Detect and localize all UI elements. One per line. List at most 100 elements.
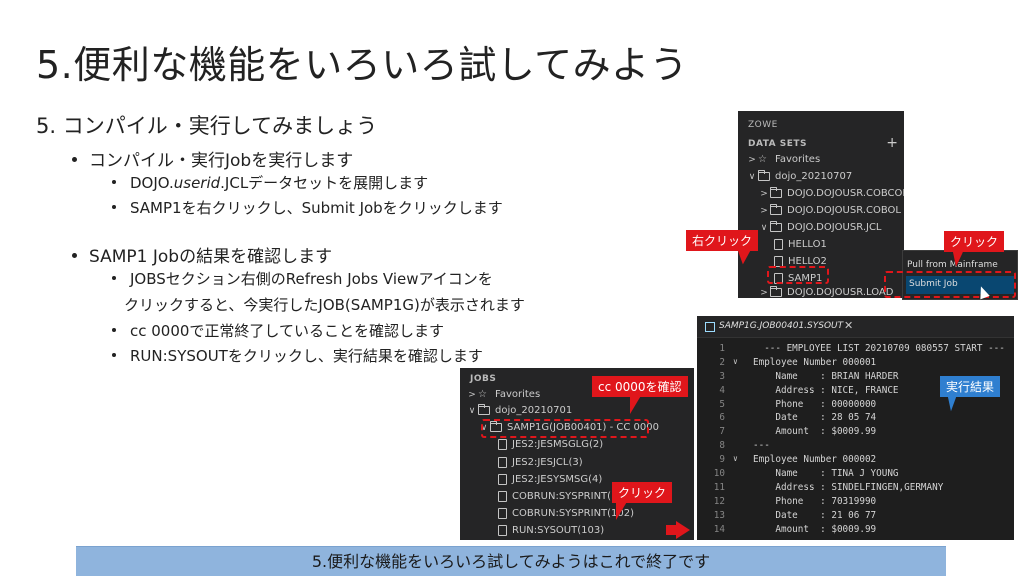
line-number: 3 <box>719 370 725 382</box>
spool-jesjcl[interactable]: JES2:JESJCL(3) <box>498 457 583 468</box>
code-line: 1 --- EMPLOYEE LIST 20210709 080557 STAR… <box>697 343 1014 357</box>
jobs-profile[interactable]: ∨dojo_20210701 <box>466 404 572 416</box>
line-number: 4 <box>719 384 725 396</box>
menu-item-pull[interactable]: Pull from Mainframe <box>907 260 998 270</box>
line-number: 12 <box>713 495 725 507</box>
line-number: 9 <box>719 454 725 466</box>
file-icon <box>498 474 507 485</box>
spool-jesmsglg[interactable]: JES2:JESMSGLG(2) <box>498 439 603 450</box>
chevron-right-icon: > <box>748 154 756 165</box>
code-line: 10 Name : TINA J YOUNG <box>697 468 1014 482</box>
chevron-down-icon: ∨ <box>760 222 768 233</box>
folder-icon <box>758 170 770 181</box>
file-icon <box>498 439 507 450</box>
jobs-panel: JOBS >☆Favorites ∨dojo_20210701 ∨SAMP1G(… <box>460 368 694 540</box>
bullet-dot <box>112 179 116 184</box>
folder-open-icon <box>770 221 782 232</box>
editor-tab-title: SAMP1G.JOB00401.SYSOUT <box>719 321 844 331</box>
code-line: 11 Address : SINDELFINGEN,GERMANY <box>697 482 1014 496</box>
cc-highlight <box>481 419 649 438</box>
chevron-right-icon: > <box>468 389 476 400</box>
line-number: 6 <box>719 412 725 424</box>
callout-result: 実行結果 <box>940 376 1001 397</box>
datasets-panel: ZOWE DATA SETS + >☆Favorites ∨dojo_20210… <box>738 111 904 298</box>
code-line: 2∨Employee Number 000001 <box>697 357 1014 371</box>
bullet-sysout: RUN:SYSOUTをクリックし、実行結果を確認します <box>112 345 483 366</box>
jobs-section[interactable]: JOBS <box>470 374 497 384</box>
file-icon <box>774 239 783 250</box>
bullet-result: SAMP1 Jobの結果を確認します <box>72 242 332 267</box>
callout-tail <box>616 500 628 520</box>
folder-icon <box>770 187 782 198</box>
code-line: 6 Date : 28 05 74 <box>697 412 1014 426</box>
code-line: 13 Date : 21 06 77 <box>697 510 1014 524</box>
chevron-down-icon: ∨ <box>748 171 756 182</box>
tree-item-cobcopy[interactable]: >DOJO.DOJOUSR.COBCOPY <box>758 187 904 199</box>
tree-item-load[interactable]: >DOJO.DOJOUSR.LOAD <box>758 286 893 298</box>
folder-icon <box>770 204 782 215</box>
job-samp1g[interactable]: ∨SAMP1G(JOB00401) - CC 0000 <box>478 421 659 433</box>
star-icon: ☆ <box>758 154 767 165</box>
bullet-expand: DOJO.userid.JCLデータセットを展開します <box>112 172 428 193</box>
line-text: --- <box>753 440 770 452</box>
chevron-right-icon: > <box>760 205 768 216</box>
line-text: Address : NICE, FRANCE <box>753 384 899 396</box>
spool-sysprint-102[interactable]: COBRUN:SYSPRINT(102) <box>498 508 634 519</box>
section-heading: 5. コンパイル・実行してみましょう <box>36 114 378 138</box>
spool-sysprint-10[interactable]: COBRUN:SYSPRINT(10 <box>498 491 624 502</box>
context-menu: Pull from Mainframe Submit Job <box>902 250 1018 300</box>
line-number: 7 <box>719 426 725 438</box>
arrow-bar <box>666 525 676 535</box>
spool-run-sysout[interactable]: RUN:SYSOUT(103) <box>498 525 604 536</box>
editor-lines: 1 --- EMPLOYEE LIST 20210709 080557 STAR… <box>697 343 1014 537</box>
tree-item-cobol[interactable]: >DOJO.DOJOUSR.COBOL <box>758 204 901 216</box>
fold-icon[interactable]: ∨ <box>733 454 738 464</box>
code-line: 8 --- <box>697 440 1014 454</box>
code-line: 4 Address : NICE, FRANCE <box>697 385 1014 399</box>
add-icon[interactable]: + <box>886 135 898 151</box>
tree-item-hello1[interactable]: HELLO1 <box>774 239 827 250</box>
close-icon[interactable]: ✕ <box>844 319 854 332</box>
jobs-favorites[interactable]: >☆Favorites <box>466 389 540 400</box>
line-text: Phone : 70319990 <box>753 495 877 507</box>
file-icon <box>498 457 507 468</box>
chevron-right-icon: > <box>760 188 768 199</box>
bullet-dot <box>72 156 77 162</box>
star-icon: ☆ <box>478 389 487 400</box>
tree-item-jcl[interactable]: ∨DOJO.DOJOUSR.JCL <box>758 221 882 233</box>
editor-tab[interactable]: SAMP1G.JOB00401.SYSOUT ✕ <box>697 316 1014 338</box>
tree-item-profile[interactable]: ∨dojo_20210707 <box>746 170 852 182</box>
bullet-dot <box>112 204 116 209</box>
submit-job-highlight <box>884 271 1016 298</box>
bullet-compile: コンパイル・実行Jobを実行します <box>72 146 353 171</box>
code-line: 9 ∨ Employee Number 000002 <box>697 454 1014 468</box>
fold-icon[interactable]: ∨ <box>733 356 738 366</box>
callout-tail <box>630 394 642 414</box>
line-text: --- EMPLOYEE LIST 20210709 080557 START … <box>753 343 1005 354</box>
chevron-down-icon: ∨ <box>468 405 476 416</box>
bullet-refresh: JOBSセクション右側のRefresh Jobs Viewアイコンを <box>112 268 493 289</box>
folder-icon <box>770 286 782 297</box>
callout-click-submit: クリック <box>944 231 1005 252</box>
bullet-cc: cc 0000で正常終了していることを確認します <box>112 320 444 341</box>
spool-jesysmsg[interactable]: JES2:JESYSMSG(4) <box>498 474 602 485</box>
code-line: 7 Amount : $0009.99 <box>697 426 1014 440</box>
line-text: Name : BRIAN HARDER <box>753 370 899 382</box>
line-number: 14 <box>713 523 725 535</box>
chevron-down-icon: ∨ <box>480 422 488 433</box>
page-title: 5.便利な機能をいろいろ試してみよう <box>36 43 689 87</box>
file-icon <box>498 491 507 502</box>
line-number: 10 <box>713 468 725 480</box>
sysout-editor: SAMP1G.JOB00401.SYSOUT ✕ 1 --- EMPLOYEE … <box>697 316 1014 540</box>
line-number: 8 <box>719 440 725 452</box>
callout-cc-check: cc 0000を確認 <box>592 376 688 397</box>
footer-banner: 5.便利な機能をいろいろ試してみようはこれで終了です <box>76 546 946 576</box>
zowe-header: ZOWE <box>748 120 778 130</box>
datasets-section[interactable]: DATA SETS <box>748 139 808 149</box>
line-text: Address : SINDELFINGEN,GERMANY <box>753 481 944 493</box>
menu-item-submit-job[interactable]: Submit Job <box>909 279 958 289</box>
tree-item-favorites[interactable]: >☆Favorites <box>746 154 820 165</box>
line-text: Employee Number 000002 <box>753 454 877 466</box>
menu-selection <box>906 276 1014 294</box>
file-icon <box>705 322 715 332</box>
